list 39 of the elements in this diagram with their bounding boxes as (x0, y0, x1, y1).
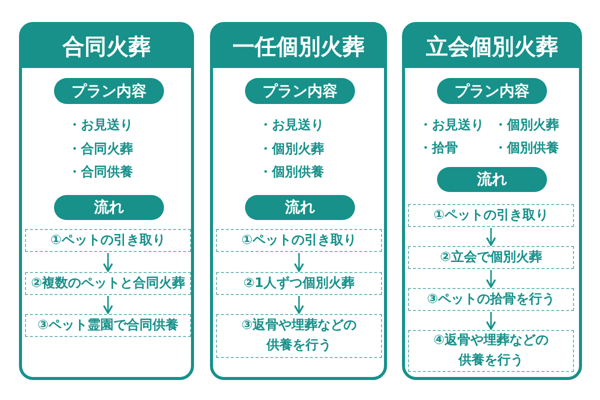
section-pill: プラン内容 (54, 78, 164, 104)
arrow (102, 253, 114, 272)
header-band: 立会個別火葬 (405, 25, 579, 68)
step-box: ③ペット霊園で合同供養 (25, 314, 191, 337)
list-item: ・個別火葬 (494, 117, 559, 134)
section-pill: 流れ (437, 167, 547, 192)
list-item: ・拾骨 (419, 140, 458, 157)
arrow (294, 253, 304, 272)
plan-card (402, 22, 582, 380)
plan-card (210, 22, 387, 380)
section-pill: プラン内容 (437, 78, 547, 104)
step-box: ③ペットの拾骨を行う (408, 288, 574, 311)
step-box: ①ペットの引き取り (216, 229, 382, 252)
header-band: 合同火葬 (22, 25, 191, 68)
list-item: ・個別供養 (494, 140, 559, 157)
step-box: ①ペットの引き取り (25, 229, 191, 252)
step-box: ②1人ずつ個別火葬 (216, 272, 382, 295)
step-box: ③返骨や埋葬などの供養を行う (216, 314, 382, 358)
arrow (294, 296, 304, 314)
step-box: ①ペットの引き取り (408, 204, 574, 227)
arrow (102, 296, 114, 314)
list-item: ・お見送り (259, 117, 324, 134)
arrow (486, 228, 496, 246)
step-box: ④返骨や埋葬などの供養を行う (408, 330, 574, 372)
step-box: ②複数のペットと合同火葬 (25, 272, 191, 295)
plan-card (19, 22, 194, 380)
list-item: ・お見送り (68, 117, 133, 134)
list-item: ・個別火葬 (259, 141, 324, 158)
list-item: ・合同火葬 (68, 141, 133, 158)
section-pill: プラン内容 (245, 78, 355, 104)
section-pill: 流れ (54, 195, 164, 220)
header-band: 一任個別火葬 (213, 25, 384, 68)
list-item: ・お見送り (419, 117, 484, 134)
arrow (486, 270, 496, 288)
section-pill: 流れ (245, 195, 355, 220)
list-item: ・個別供養 (259, 164, 324, 181)
step-box: ②立会で個別火葬 (408, 246, 574, 269)
arrow (486, 312, 496, 330)
list-item: ・合同供養 (68, 164, 133, 181)
